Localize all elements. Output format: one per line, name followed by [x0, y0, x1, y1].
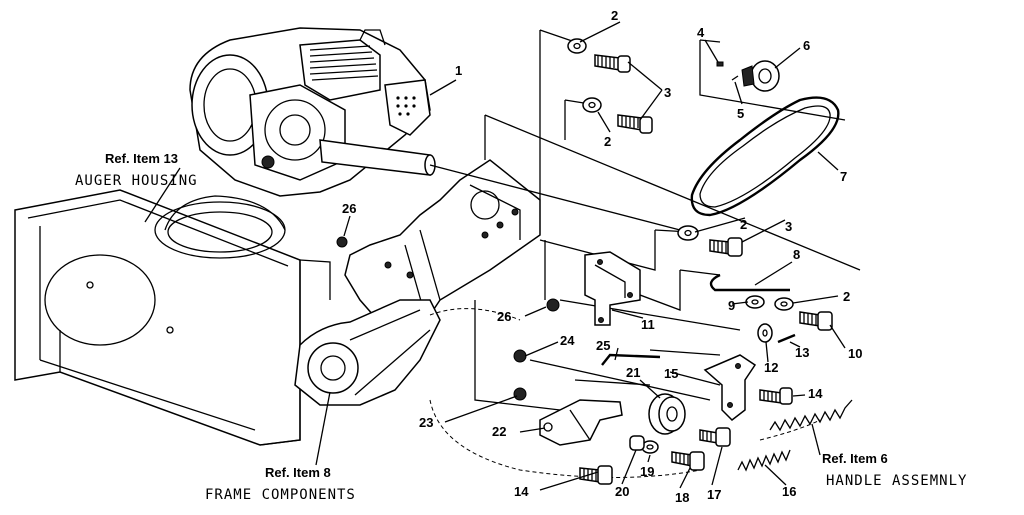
callout-16: 16: [782, 484, 796, 499]
fasteners: [567, 38, 833, 485]
callout-24: 24: [560, 333, 575, 348]
callout-5: 5: [737, 106, 744, 121]
auger-housing-ref: Ref. Item 13: [105, 151, 178, 166]
callout-2: 2: [843, 289, 850, 304]
callout-19: 19: [640, 464, 654, 479]
callout-20: 20: [615, 484, 629, 499]
handle-assembly-ref: Ref. Item 6: [822, 451, 888, 466]
callout-21: 21: [626, 365, 640, 380]
main-bracket-drawing: [294, 159, 560, 406]
callout-2: 2: [611, 8, 618, 23]
callout-4: 4: [697, 25, 705, 40]
callout-6: 6: [803, 38, 810, 53]
callout-22: 22: [492, 424, 506, 439]
callout-17: 17: [707, 487, 721, 502]
handle-assembly-caption: HANDLE ASSEMNLY: [826, 473, 967, 489]
callout-7: 7: [840, 169, 847, 184]
callout-8: 8: [793, 247, 800, 262]
auger-housing-drawing: [14, 189, 331, 446]
callout-18: 18: [675, 490, 689, 505]
callout-9: 9: [728, 298, 735, 313]
callout-23: 23: [419, 415, 433, 430]
callout-2: 2: [740, 217, 747, 232]
callout-1: 1: [455, 63, 462, 78]
callout-2: 2: [604, 134, 611, 149]
callout-14: 14: [808, 386, 823, 401]
callout-15: 15: [664, 366, 678, 381]
callout-3: 3: [664, 85, 671, 100]
leader-lines: [429, 29, 861, 478]
callout-10: 10: [848, 346, 862, 361]
callout-13: 13: [795, 345, 809, 360]
engine-drawing: [189, 27, 436, 197]
callout-11: 11: [641, 317, 655, 332]
drive-parts: [539, 60, 853, 472]
auger-housing-caption: AUGER HOUSING: [75, 173, 198, 189]
callout-26: 26: [497, 309, 511, 324]
callout-12: 12: [764, 360, 778, 375]
callout-3: 3: [785, 219, 792, 234]
callout-25: 25: [596, 338, 610, 353]
callout-labels: 1 2 2 2 2 3 3 4 5 6 7 8 9 10 11 12 13 14…: [342, 8, 862, 505]
callout-14: 14: [514, 484, 529, 499]
reference-labels: Ref. Item 13 AUGER HOUSING Ref. Item 8 F…: [75, 151, 967, 503]
callout-26: 26: [342, 201, 356, 216]
callout-leaders: [144, 21, 846, 491]
frame-components-caption: FRAME COMPONENTS: [205, 487, 356, 503]
frame-components-ref: Ref. Item 8: [265, 465, 331, 480]
